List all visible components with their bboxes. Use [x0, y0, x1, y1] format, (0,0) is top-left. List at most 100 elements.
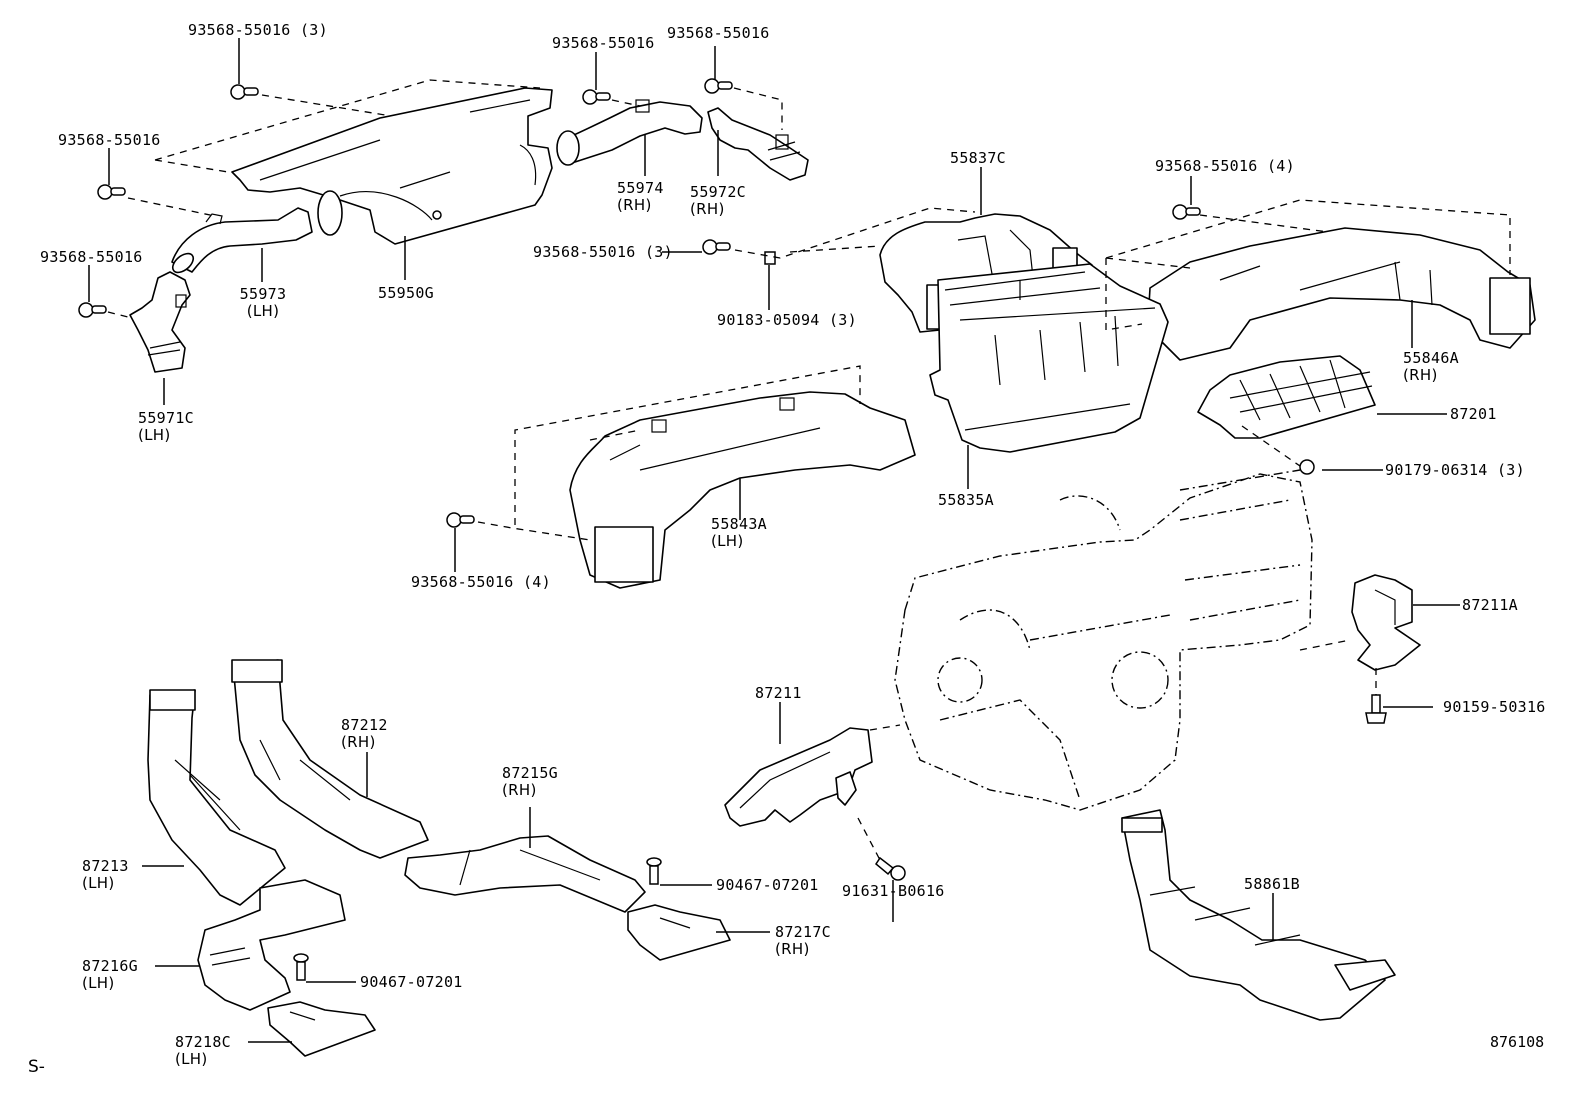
part-side: (RH): [690, 200, 725, 218]
part-number: 90179-06314 (3): [1385, 461, 1525, 479]
part-label-55971c[interactable]: 55971C(LH): [138, 410, 194, 444]
part-side: (LH): [82, 974, 115, 992]
part-number: 87211: [755, 684, 802, 702]
part-number: 55843A: [711, 515, 767, 533]
duct-87218c-lh[interactable]: [267, 1001, 376, 1057]
part-label-55846a[interactable]: 55846A(RH): [1403, 350, 1459, 384]
screw-91631-b0616: [875, 856, 906, 881]
part-side: (LH): [246, 302, 280, 320]
part-label-90467-07201-lh[interactable]: 90467-07201: [360, 974, 463, 991]
part-number: 93568-55016 (3): [188, 21, 328, 39]
part-side: (RH): [775, 940, 810, 958]
part-label-55974[interactable]: 55974(RH): [617, 180, 664, 214]
part-number: 93568-55016 (4): [1155, 157, 1295, 175]
part-label-87213[interactable]: 87213(LH): [82, 858, 129, 892]
part-label-87211a[interactable]: 87211A: [1462, 597, 1518, 614]
part-number: 87216G: [82, 957, 138, 975]
part-number: 93568-55016 (4): [411, 573, 551, 591]
part-label-87216g[interactable]: 87216G(LH): [82, 958, 138, 992]
tube-55974-rh[interactable]: [556, 99, 703, 166]
filter-box-55835a[interactable]: [929, 263, 1169, 453]
part-number: 55846A: [1403, 349, 1459, 367]
part-label-87212[interactable]: 87212(RH): [341, 717, 388, 751]
outlet-55971c-lh[interactable]: [129, 271, 191, 373]
part-label-93568-55016-3-mid[interactable]: 93568-55016 (3): [533, 244, 673, 261]
part-label-93568-55016-right[interactable]: 93568-55016: [667, 25, 770, 42]
part-side: (LH): [138, 426, 171, 444]
part-number: 93568-55016: [40, 248, 143, 266]
part-label-87215g[interactable]: 87215G(RH): [502, 765, 558, 799]
duct-87216g-lh[interactable]: [197, 879, 346, 1011]
part-label-55973[interactable]: 55973(LH): [233, 286, 293, 320]
part-number: 93568-55016: [552, 34, 655, 52]
part-number: 55835A: [938, 491, 994, 509]
part-side: (RH): [502, 781, 537, 799]
part-number: 55973: [239, 285, 287, 303]
illustration-number: 876108: [1490, 1033, 1545, 1051]
part-label-55835a[interactable]: 55835A: [938, 492, 994, 509]
part-number: 87211A: [1462, 596, 1518, 614]
part-number: 55971C: [138, 409, 194, 427]
duct-55846a-rh[interactable]: [1139, 227, 1536, 361]
duct-87212-rh[interactable]: [231, 659, 429, 859]
part-number: 90467-07201: [716, 876, 819, 894]
bracket-87211a[interactable]: [1351, 574, 1421, 671]
part-label-55972c[interactable]: 55972C(RH): [690, 184, 746, 218]
part-number: 90183-05094 (3): [717, 311, 857, 329]
part-number: 87218C: [175, 1033, 231, 1051]
duct-58861b[interactable]: [1121, 809, 1396, 1021]
clip-90467-07201-lh: [293, 953, 309, 981]
part-number: 55974: [617, 179, 664, 197]
duct-55950g[interactable]: [231, 87, 553, 245]
duct-87213-lh[interactable]: [147, 689, 286, 906]
part-number: 55950G: [378, 284, 434, 302]
part-side: (RH): [617, 196, 652, 214]
duct-87211[interactable]: [724, 727, 873, 827]
part-side: (LH): [175, 1050, 208, 1068]
part-number: 55972C: [690, 183, 746, 201]
part-number: 93568-55016 (3): [533, 243, 673, 261]
part-number: 87212: [341, 716, 388, 734]
part-label-87201[interactable]: 87201: [1450, 406, 1497, 423]
screw-icons: [78, 78, 1201, 528]
clip-90467-07201-rh: [646, 857, 662, 885]
part-number: 93568-55016: [667, 24, 770, 42]
part-label-93568-55016-4-lower[interactable]: 93568-55016 (4): [411, 574, 551, 591]
part-label-90179-06314[interactable]: 90179-06314 (3): [1385, 462, 1525, 479]
outlet-55972c-rh[interactable]: [707, 107, 809, 181]
duct-55843a-lh[interactable]: [569, 391, 916, 589]
part-label-87211[interactable]: 87211: [755, 685, 802, 702]
part-label-55950g[interactable]: 55950G: [378, 285, 434, 302]
part-side: (RH): [341, 733, 376, 751]
part-label-91631-b0616[interactable]: 91631-B0616: [842, 883, 945, 900]
part-side: (RH): [1403, 366, 1438, 384]
part-label-58861b[interactable]: 58861B: [1244, 876, 1300, 893]
part-number: 90467-07201: [360, 973, 463, 991]
duct-87217c-rh[interactable]: [627, 904, 731, 961]
part-number: 91631-B0616: [842, 882, 945, 900]
cover-87201[interactable]: [1197, 355, 1376, 475]
part-number: 93568-55016: [58, 131, 161, 149]
part-label-55837c[interactable]: 55837C: [950, 150, 1006, 167]
part-side: (LH): [82, 874, 115, 892]
part-label-90159-50316[interactable]: 90159-50316: [1443, 699, 1546, 716]
alignment-dash-lines: [107, 79, 1511, 861]
part-label-93568-55016-4-right[interactable]: 93568-55016 (4): [1155, 158, 1295, 175]
duct-87215g-rh[interactable]: [404, 835, 646, 913]
part-label-55843a[interactable]: 55843A(LH): [711, 516, 767, 550]
part-number: 87213: [82, 857, 129, 875]
part-number: 87217C: [775, 923, 831, 941]
part-label-87217c[interactable]: 87217C(RH): [775, 924, 831, 958]
part-number: 90159-50316: [1443, 698, 1546, 716]
part-label-93568-55016-top[interactable]: 93568-55016 (3): [188, 22, 328, 39]
part-label-90183-05094[interactable]: 90183-05094 (3): [717, 312, 857, 329]
part-side: (LH): [711, 532, 744, 550]
part-label-93568-55016-left[interactable]: 93568-55016: [58, 132, 161, 149]
part-label-93568-55016-center[interactable]: 93568-55016: [552, 35, 655, 52]
part-number: 55837C: [950, 149, 1006, 167]
part-label-87218c[interactable]: 87218C(LH): [175, 1034, 231, 1068]
part-label-90467-07201-rh[interactable]: 90467-07201: [716, 877, 819, 894]
part-label-93568-55016-lower-left[interactable]: 93568-55016: [40, 249, 143, 266]
tube-55973-lh[interactable]: [169, 207, 313, 276]
